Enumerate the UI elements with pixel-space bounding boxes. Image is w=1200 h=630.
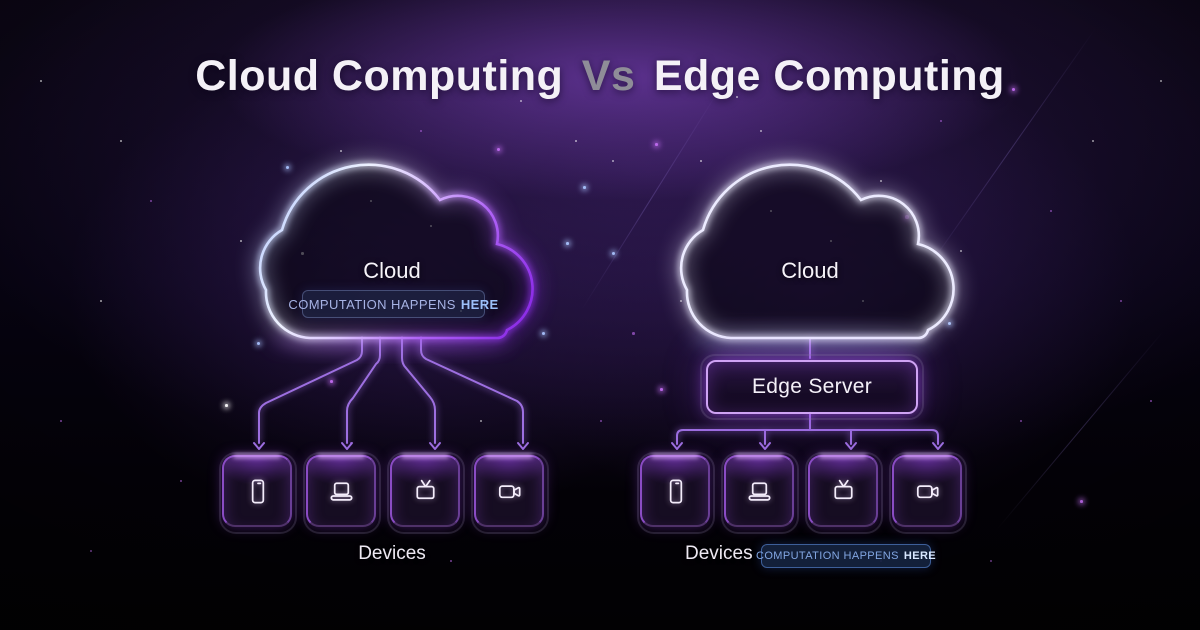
page-title: Cloud Computing Vs Edge Computing [0,52,1200,101]
tile-top-glow [903,454,951,458]
device-tile [805,452,883,534]
tile-top-glow [819,454,867,458]
title-edge-computing: Edge Computing [653,52,1005,100]
tile-top-glow [735,454,783,458]
device-tile [303,452,381,534]
video-camera-icon [494,476,525,507]
badge-highlight-text: HERE [460,296,499,312]
edge-server-box: Edge Server [700,354,924,420]
left-cloud-label: Cloud [363,258,421,283]
device-tile [387,452,465,534]
smartphone-icon [660,476,691,507]
title-cloud-computing: Cloud Computing [195,52,564,100]
edge-server-label: Edge Server [751,375,873,398]
badge-text: COMPUTATION HAPPENS [288,296,456,312]
badge-highlight-text: HERE [903,550,937,562]
device-tile [889,452,967,534]
tv-icon [828,476,859,507]
tile-top-glow [485,454,533,458]
device-tile [637,452,715,534]
left-device-tiles [219,452,549,534]
smartphone-icon [242,476,273,507]
left-computation-badge: COMPUTATION HAPPENS HERE [288,290,498,318]
device-tile [721,452,799,534]
laptop-icon [326,476,357,507]
right-cloud-label: Cloud [781,258,839,283]
badge-text: COMPUTATION HAPPENS [755,550,899,562]
tile-top-glow [317,454,365,458]
title-vs: Vs [581,52,636,100]
tile-top-glow [401,454,449,458]
tile-top-glow [233,454,281,458]
tile-top-glow [651,454,699,458]
left-devices-label: Devices [358,543,426,564]
laptop-icon [744,476,775,507]
right-device-tiles [637,452,967,534]
device-tile [219,452,297,534]
tv-icon [410,476,441,507]
video-camera-icon [912,476,943,507]
right-computation-badge: COMPUTATION HAPPENS HERE [756,544,936,568]
device-tile [471,452,549,534]
right-devices-label: Devices [685,543,753,564]
